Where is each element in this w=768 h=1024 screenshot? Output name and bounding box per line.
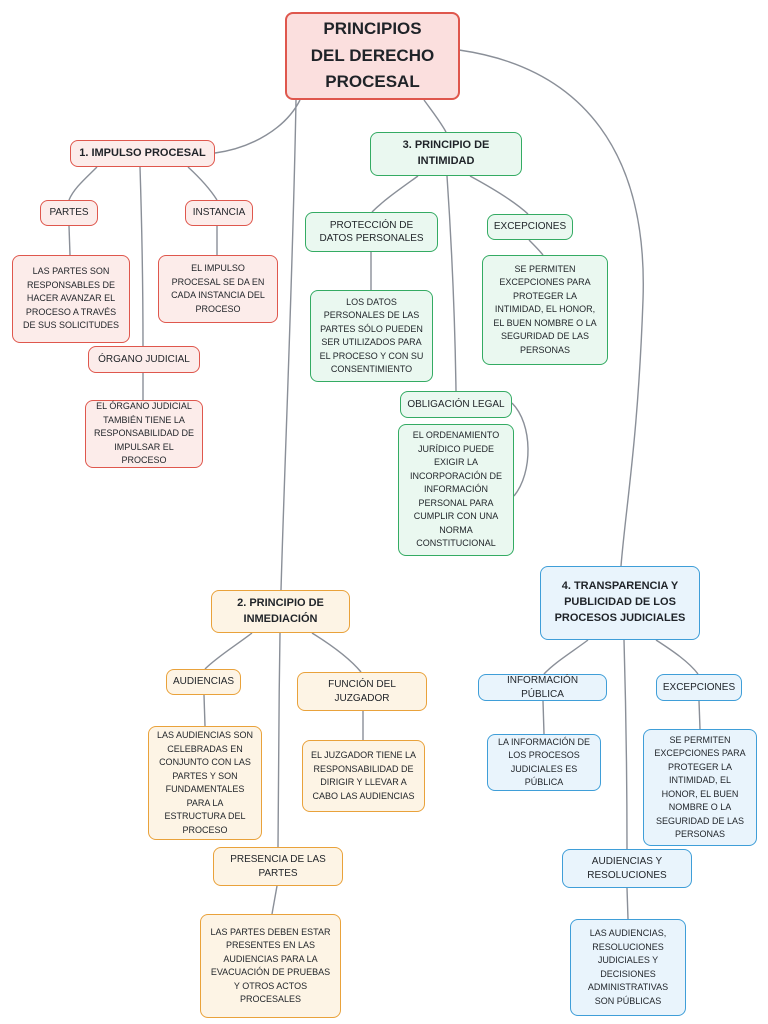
node-presencia-partes: PRESENCIA DE LAS PARTES: [213, 847, 343, 886]
edge-title-impulso: [214, 99, 301, 154]
edge-impulso-instancia: [187, 166, 218, 201]
edge-intimidad-proteccion: [371, 175, 419, 213]
edge-title-inmediacion: [280, 99, 297, 591]
branch-principio-inmediacion: 2. PRINCIPIO DE INMEDIACIÓN: [211, 590, 350, 633]
detail-instancia: EL IMPULSO PROCESAL SE DA EN CADA INSTAN…: [158, 255, 278, 323]
edge-audres-detail: [626, 887, 629, 920]
node-partes: PARTES: [40, 200, 98, 226]
edge-intimidad-excepciones: [469, 175, 529, 215]
edge-transparencia-audres: [623, 639, 628, 850]
detail-excepciones-intimidad: SE PERMITEN EXCEPCIONES PARA PROTEGER LA…: [482, 255, 608, 365]
branch-impulso-procesal: 1. IMPULSO PROCESAL: [70, 140, 215, 167]
edge-transparencia-informacion: [543, 639, 589, 675]
node-excepciones-transparencia: EXCEPCIONES: [656, 674, 742, 701]
detail-obligacion-legal: EL ORDENAMIENTO JURÍDICO PUEDE EXIGIR LA…: [398, 424, 514, 556]
edge-partes-detail: [68, 225, 71, 256]
node-informacion-publica: INFORMACIÓN PÚBLICA: [478, 674, 607, 701]
node-excepciones-intimidad: EXCEPCIONES: [487, 214, 573, 240]
detail-organo-judicial: EL ÓRGANO JUDICIAL TAMBIÉN TIENE LA RESP…: [85, 400, 203, 468]
node-instancia: INSTANCIA: [185, 200, 253, 226]
detail-funcion-juzgador: EL JUZGADOR TIENE LA RESPONSABILIDAD DE …: [302, 740, 425, 812]
node-obligacion-legal: OBLIGACIÓN LEGAL: [400, 391, 512, 418]
edge-impulso-partes: [68, 166, 98, 201]
edge-title-transparencia: [458, 49, 644, 567]
edge-intimidad-obligacion: [446, 175, 457, 392]
node-audiencias: AUDIENCIAS: [166, 669, 241, 695]
branch-principio-intimidad: 3. PRINCIPIO DE INTIMIDAD: [370, 132, 522, 176]
edge-excepciones4-detail: [698, 700, 701, 730]
edge-inmediacion-audiencias: [204, 632, 253, 670]
detail-audiencias-resoluciones: LAS AUDIENCIAS, RESOLUCIONES JUDICIALES …: [570, 919, 686, 1016]
edge-excepciones3-detail: [528, 239, 544, 256]
node-proteccion-datos: PROTECCIÓN DE DATOS PERSONALES: [305, 212, 438, 252]
edge-impulso-organo: [139, 166, 144, 347]
detail-audiencias: LAS AUDIENCIAS SON CELEBRADAS EN CONJUNT…: [148, 726, 262, 840]
detail-excepciones-transparencia: SE PERMITEN EXCEPCIONES PARA PROTEGER LA…: [643, 729, 757, 846]
edge-presencia-detail: [271, 885, 278, 915]
detail-informacion-publica: LA INFORMACIÓN DE LOS PROCESOS JUDICIALE…: [487, 734, 601, 791]
node-organo-judicial: ÓRGANO JUDICIAL: [88, 346, 200, 373]
edge-inmediacion-funcion: [311, 632, 362, 673]
branch-transparencia-publicidad: 4. TRANSPARENCIA Y PUBLICIDAD DE LOS PRO…: [540, 566, 700, 640]
edge-transparencia-excepciones: [655, 639, 699, 675]
node-audiencias-resoluciones: AUDIENCIAS Y RESOLUCIONES: [562, 849, 692, 888]
detail-partes: LAS PARTES SON RESPONSABLES DE HACER AVA…: [12, 255, 130, 343]
edge-informacion-detail: [542, 700, 545, 735]
detail-presencia-partes: LAS PARTES DEBEN ESTAR PRESENTES EN LAS …: [200, 914, 341, 1018]
edge-title-intimidad: [423, 99, 447, 133]
root-node-title: PRINCIPIOS DEL DERECHO PROCESAL: [285, 12, 460, 100]
edge-obligacion-detail: [511, 402, 529, 497]
edge-audiencias-detail: [203, 694, 206, 727]
edge-inmediacion-presencia: [277, 632, 281, 848]
detail-proteccion-datos: LOS DATOS PERSONALES DE LAS PARTES SÓLO …: [310, 290, 433, 382]
node-funcion-juzgador: FUNCIÓN DEL JUZGADOR: [297, 672, 427, 711]
